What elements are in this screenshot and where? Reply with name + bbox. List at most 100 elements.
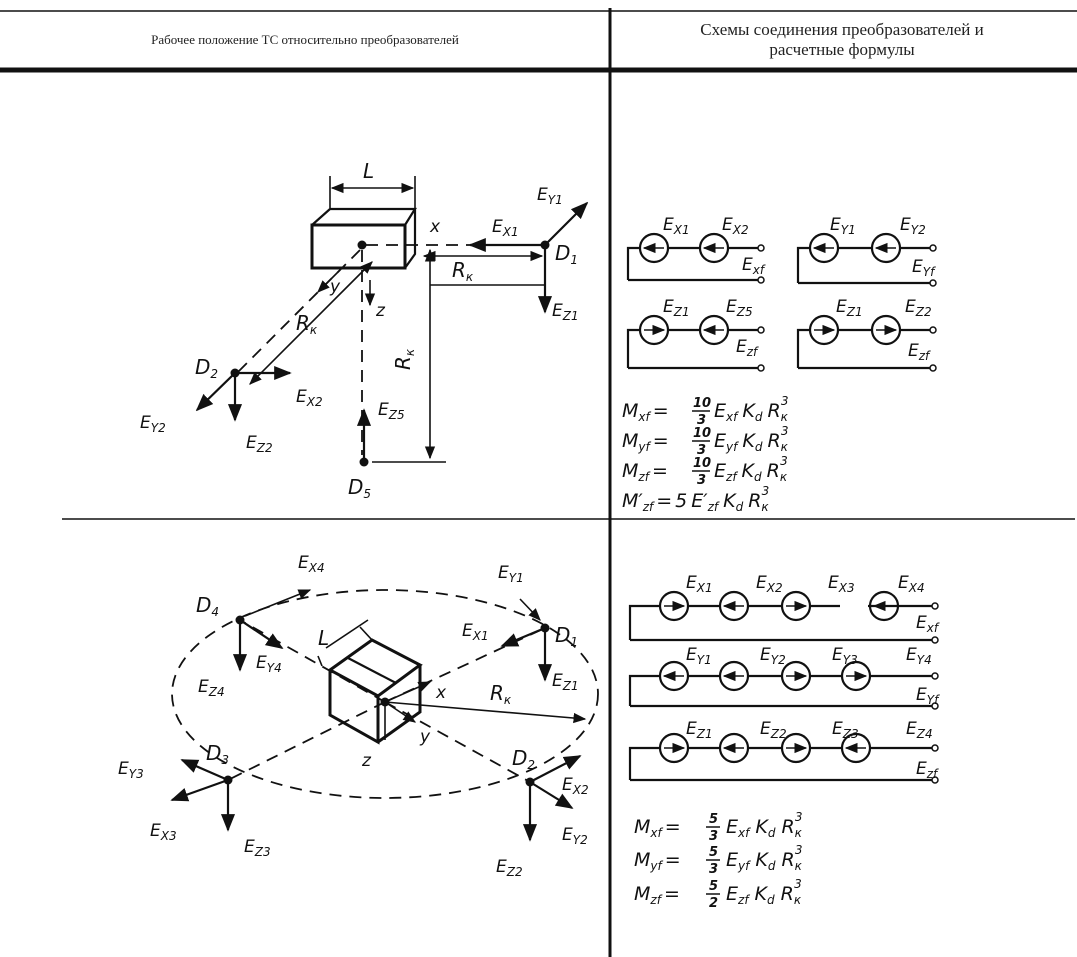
svg-text:Mxf=: Mxf= bbox=[622, 400, 669, 424]
c2-out: E bbox=[912, 257, 923, 277]
label-Ez2-sub: Z2 bbox=[256, 441, 273, 455]
top-right-circuits: EX1 EX2 Exf EY1 EY2 EYf bbox=[622, 215, 937, 514]
svg-text:EX4: EX4 bbox=[898, 573, 925, 595]
circuit-yf: EY1 EY2 EYf bbox=[796, 215, 937, 287]
svg-text:D1: D1 bbox=[555, 241, 578, 267]
svg-text:EZ1: EZ1 bbox=[836, 297, 863, 319]
label-Ey3-sub: Y3 bbox=[129, 767, 144, 781]
label-L: L bbox=[363, 159, 374, 183]
label-Ex2-sub: X2 bbox=[306, 395, 323, 409]
label-Ey1-bottom-sub: Y1 bbox=[509, 571, 524, 585]
label-Ey2-bottom-sub: Y2 bbox=[573, 833, 588, 847]
svg-text:EZ5: EZ5 bbox=[726, 297, 753, 319]
label-Ex3-sub: X3 bbox=[160, 829, 177, 843]
svg-text:D2: D2 bbox=[195, 355, 218, 381]
label-Ez5-sub: Z5 bbox=[388, 408, 405, 422]
svg-text:EY2: EY2 bbox=[140, 413, 166, 435]
label-Ex2: E bbox=[296, 387, 307, 407]
c4-label-1: E bbox=[836, 297, 847, 317]
svg-text:EZ4: EZ4 bbox=[198, 677, 225, 699]
r1-label-2: X2 bbox=[766, 581, 783, 595]
c3-label-2: E bbox=[726, 297, 737, 317]
c1-out-sub: xf bbox=[752, 263, 766, 277]
svg-text:EZ1: EZ1 bbox=[552, 671, 579, 693]
svg-text:Rк: Rк bbox=[296, 311, 318, 337]
frac-num-3: 10 bbox=[693, 456, 711, 471]
c2-label-2-sub: Y2 bbox=[911, 223, 926, 237]
label-Ex2-bottom: E bbox=[562, 775, 573, 795]
label-Ez1-sub: Z1 bbox=[562, 309, 579, 323]
svg-text:Myf=: Myf= bbox=[634, 849, 681, 873]
label-D5: D bbox=[348, 475, 363, 499]
svg-text:Ezf: Ezf bbox=[916, 759, 939, 781]
b-frac-num-1: 5 bbox=[709, 812, 718, 827]
svg-text:Ezf: Ezf bbox=[908, 341, 931, 363]
label-D4-bottom: D bbox=[196, 593, 211, 617]
c2-out-sub: Yf bbox=[923, 265, 936, 279]
c1-out: E bbox=[742, 255, 753, 275]
c4-label-1-sub: Z1 bbox=[846, 305, 863, 319]
circuit-row-yf: EY1 EY2 EY3 EY4 EYf bbox=[628, 645, 940, 710]
b-frac-den-2: 3 bbox=[709, 862, 718, 877]
label-D2-sub: 2 bbox=[210, 367, 218, 381]
label-Ey4-sub: Y4 bbox=[267, 661, 282, 675]
label-Ez5: E bbox=[378, 400, 389, 420]
svg-text:EY4: EY4 bbox=[906, 645, 932, 667]
c1-label-1-sub: X1 bbox=[673, 223, 690, 237]
label-Ez3-sub: Z3 bbox=[254, 845, 271, 859]
svg-text:EY4: EY4 bbox=[256, 653, 282, 675]
svg-text:EX3: EX3 bbox=[150, 821, 177, 843]
label-Ey1-sub: Y1 bbox=[548, 193, 563, 207]
label-D4-bottom-sub: 4 bbox=[211, 605, 219, 619]
label-Ey2-bottom: E bbox=[562, 825, 573, 845]
svg-text:Mzf=: Mzf= bbox=[634, 883, 680, 907]
label-D5-sub: 5 bbox=[363, 487, 371, 501]
svg-text:EY2: EY2 bbox=[760, 645, 786, 667]
c3-out-sub: zf bbox=[746, 345, 759, 359]
r2-out: Yf bbox=[927, 693, 940, 707]
svg-text:Myf=: Myf= bbox=[622, 430, 669, 454]
label-Ex1: E bbox=[492, 217, 503, 237]
header-left: Рабочее положение ТС относительно преобр… bbox=[151, 32, 459, 47]
circuit-row-xf: EX1 EX2 EX3 EX4 Exf bbox=[628, 573, 940, 644]
svg-text:EY1: EY1 bbox=[498, 563, 524, 585]
label-D3-bottom: D bbox=[206, 741, 221, 765]
label-Ez2-bottom-sub: Z2 bbox=[506, 865, 523, 879]
label-Ex1-bottom: E bbox=[462, 621, 473, 641]
r2-label-2: Y2 bbox=[771, 653, 786, 667]
svg-text:EX1: EX1 bbox=[663, 215, 690, 237]
svg-text:EZ2: EZ2 bbox=[496, 857, 523, 879]
bottom-left-figure: L x y z Rк D1 D2 D3 D4 EX4 EY1 EX1 EZ1 E… bbox=[118, 553, 599, 879]
label-y: y bbox=[329, 277, 341, 297]
svg-text:EX2: EX2 bbox=[562, 775, 589, 797]
label-Ex1-sub: X1 bbox=[502, 225, 519, 239]
c3-out: E bbox=[736, 337, 747, 357]
label-Ey1: E bbox=[537, 185, 548, 205]
label-Ez2-bottom: E bbox=[496, 857, 507, 877]
c4-label-2: E bbox=[905, 297, 916, 317]
frac-den-3: 3 bbox=[697, 473, 706, 488]
svg-text:EY3: EY3 bbox=[118, 759, 144, 781]
r1-label-1: X1 bbox=[696, 581, 713, 595]
svg-text:EZ3: EZ3 bbox=[244, 837, 271, 859]
svg-text:EZ2: EZ2 bbox=[760, 719, 787, 741]
header-right-line2: расчетные формулы bbox=[769, 40, 915, 59]
frac-num-2: 10 bbox=[693, 426, 711, 441]
r3-out: zf bbox=[926, 767, 939, 781]
b-frac-den-1: 3 bbox=[709, 829, 718, 844]
circuit-row-zf: EZ1 EZ2 EZ3 EZ4 Ezf bbox=[628, 719, 939, 784]
label-Ey2-sub: Y2 bbox=[151, 421, 166, 435]
label-Ez4: E bbox=[198, 677, 209, 697]
svg-text:EZ5: EZ5 bbox=[378, 400, 405, 422]
label-D2-bottom: D bbox=[512, 746, 527, 770]
label-Ez2: E bbox=[246, 433, 257, 453]
c1-label-1: E bbox=[663, 215, 674, 235]
svg-text:EX2: EX2 bbox=[722, 215, 749, 237]
svg-text:EX1: EX1 bbox=[686, 573, 713, 595]
coef-5: 5 bbox=[675, 490, 687, 512]
label-Ex2-bottom-sub: X2 bbox=[572, 783, 589, 797]
r3-label-3: Z3 bbox=[842, 727, 859, 741]
